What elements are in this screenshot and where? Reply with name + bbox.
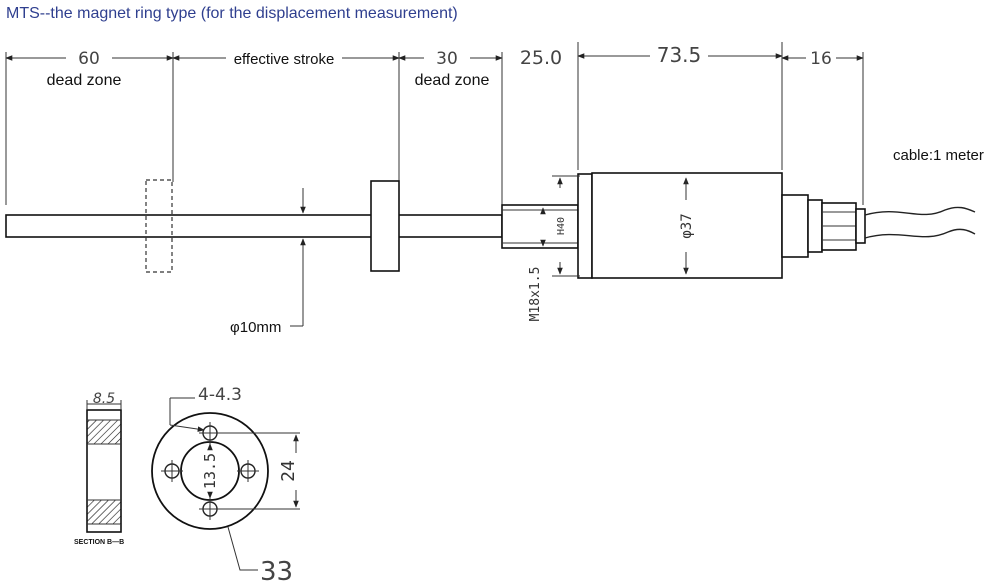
magnet-ring-section [86,400,122,533]
magnet-ring-front-view [151,397,300,571]
section-label: SECTION B—B [74,539,124,546]
housing-diameter-label: φ37 [679,213,695,238]
rod-diameter-label: φ10mm [230,319,281,336]
hex-size-label: H40 [556,217,567,235]
cable-label: cable:1 meter [893,147,984,164]
hole-spacing-label: 24 [278,460,299,482]
dim-dead-zone-right-value: 30 [436,49,458,69]
thread-label: M18x1.5 [528,267,543,322]
ring-thickness-label: 8.5 [93,391,115,407]
dim-effective-stroke: effective stroke [234,51,335,68]
page-title: MTS--the magnet ring type (for the displ… [6,5,458,22]
outer-diameter-label: 33 [260,557,293,585]
dim-housing-length: 73.5 [657,43,702,67]
dim-dead-zone-left-value: 60 [78,49,100,69]
dim-threaded-length: 25.0 [520,47,562,69]
inner-diameter-label: 13.5 [201,453,219,489]
holes-label: 4-4.3 [198,385,242,405]
sensor-side-view [5,172,976,327]
dim-dead-zone-right-label: dead zone [415,72,490,89]
dimension-lines [5,42,864,205]
dim-dead-zone-left-label: dead zone [47,72,122,89]
dim-gland-length: 16 [810,49,832,69]
